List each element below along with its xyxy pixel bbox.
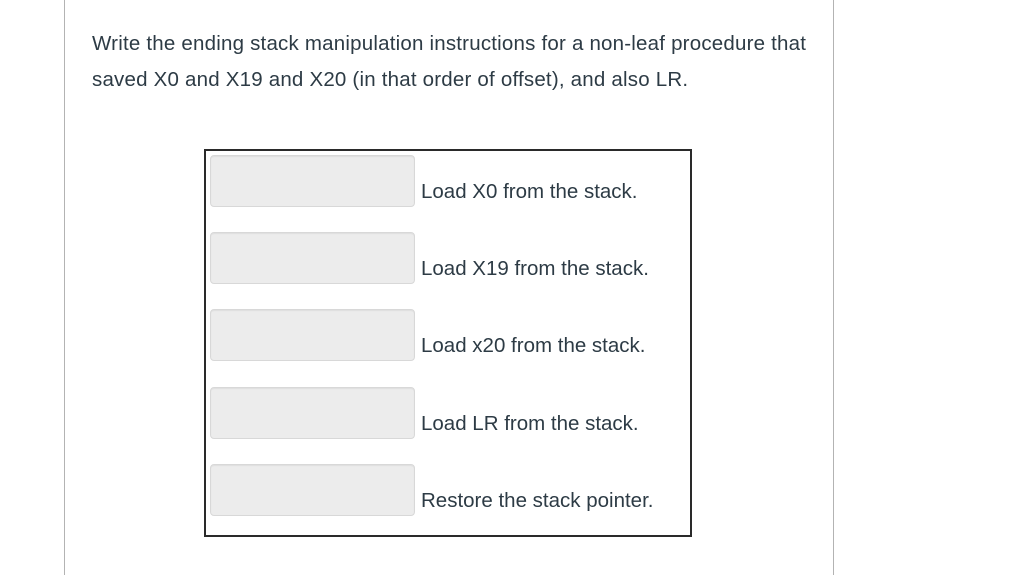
answer-row-list: Load X0 from the stack. Load X19 from th… [206,151,690,535]
answer-blank-1[interactable] [210,155,415,207]
answer-row-label-1: Load X0 from the stack. [421,180,638,203]
answer-blank-2[interactable] [210,232,415,284]
answer-blank-5[interactable] [210,464,415,516]
answer-row-label-2: Load X19 from the stack. [421,257,649,280]
answer-row-label-3: Load x20 from the stack. [421,334,646,357]
answer-row: Load x20 from the stack. [206,309,690,361]
answer-row: Load LR from the stack. [206,387,690,439]
answer-blank-4[interactable] [210,387,415,439]
answer-row: Restore the stack pointer. [206,464,690,516]
answer-row: Load X0 from the stack. [206,155,690,207]
answer-row-label-4: Load LR from the stack. [421,412,639,435]
answer-blank-3[interactable] [210,309,415,361]
answer-matching-box: Load X0 from the stack. Load X19 from th… [204,149,692,537]
answer-row-label-5: Restore the stack pointer. [421,489,654,512]
page-rule-left [64,0,65,575]
page-rule-right [833,0,834,575]
answer-row: Load X19 from the stack. [206,232,690,284]
question-stem: Write the ending stack manipulation inst… [92,32,813,91]
